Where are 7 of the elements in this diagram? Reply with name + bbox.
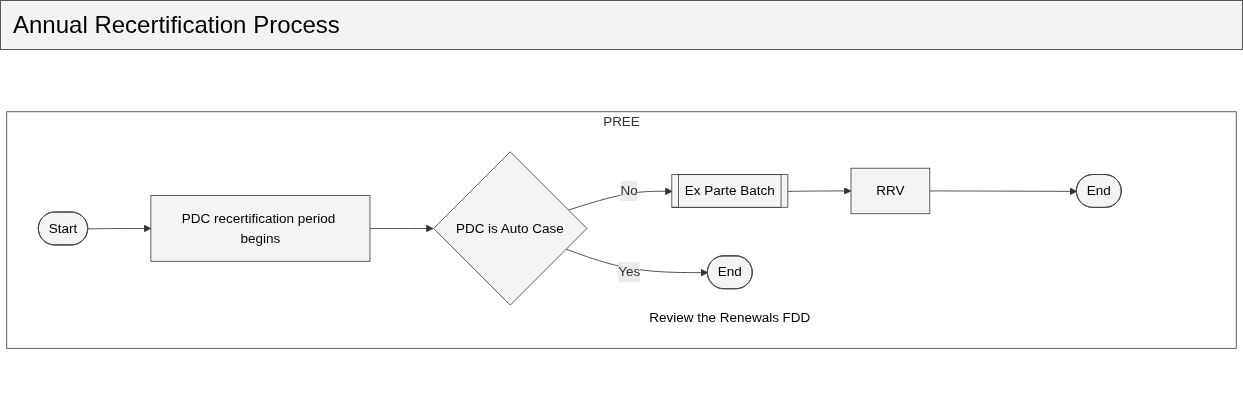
diagram-title: Annual Recertification Process <box>0 0 1243 50</box>
node-box: RRV <box>850 167 931 215</box>
node-box: PDC recertification period begins <box>150 195 371 262</box>
node-label: Review the Renewals FDD <box>649 310 811 325</box>
edge-label: Yes <box>618 264 641 279</box>
node-diamond: PDC is Auto Case <box>433 151 588 306</box>
edge-label: No <box>620 183 638 198</box>
